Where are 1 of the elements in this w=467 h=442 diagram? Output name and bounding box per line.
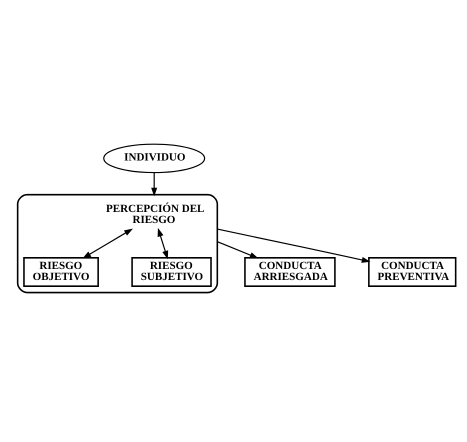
node-text: PERCEPCIÓN DEL RIESGO	[106, 202, 204, 226]
